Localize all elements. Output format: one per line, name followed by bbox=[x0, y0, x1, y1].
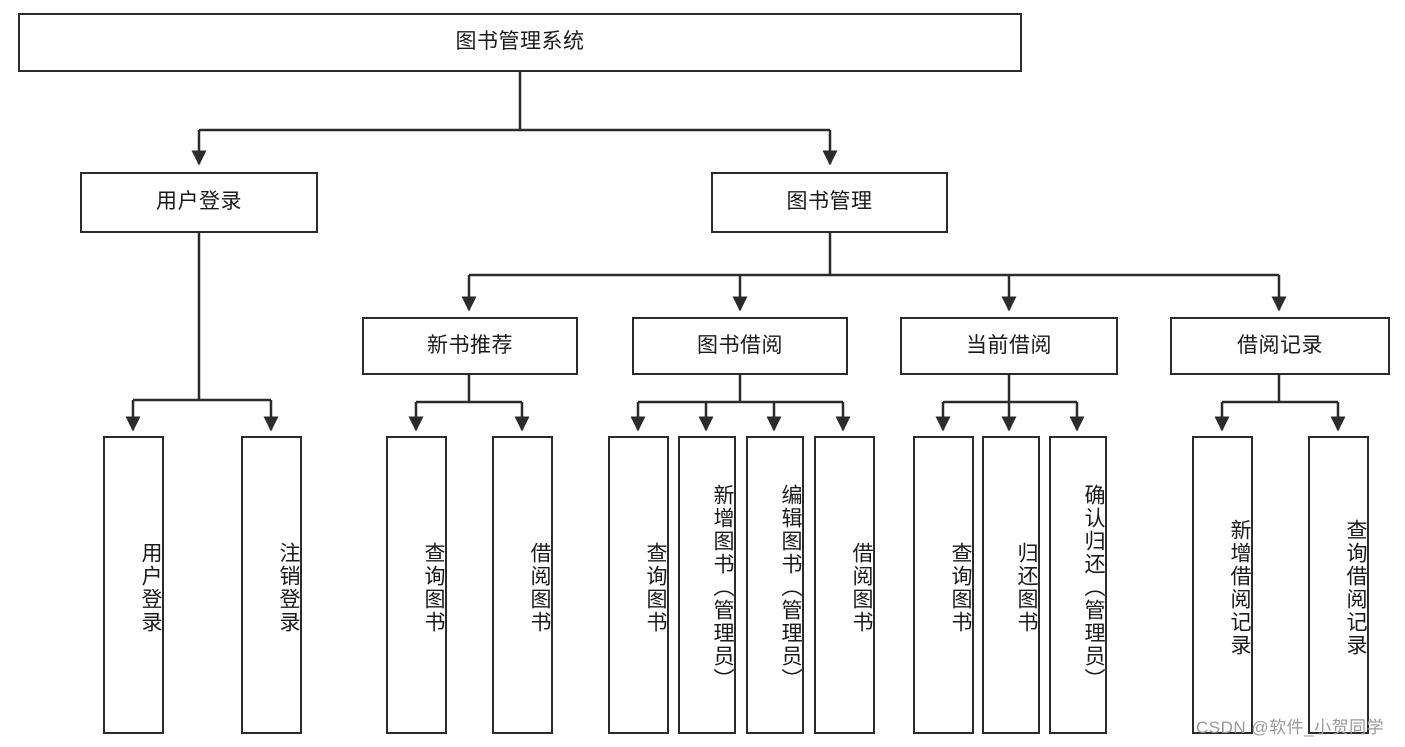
leaf-book-borrow-borrow-book[interactable]: 借阅图书 bbox=[814, 436, 875, 734]
node-label: 新书推荐 bbox=[427, 333, 513, 357]
node-label: 新增图书（管理员） bbox=[711, 483, 734, 691]
node-current-borrow[interactable]: 当前借阅 bbox=[900, 317, 1118, 375]
node-label: 借阅图书 bbox=[850, 542, 873, 634]
leaf-user-login-login[interactable]: 用户登录 bbox=[103, 436, 164, 734]
leaf-user-login-logout[interactable]: 注销登录 bbox=[241, 436, 302, 734]
leaf-new-book-borrow-book[interactable]: 借阅图书 bbox=[492, 436, 553, 734]
node-new-book-recommend[interactable]: 新书推荐 bbox=[362, 317, 578, 375]
node-label: 查询图书 bbox=[422, 542, 445, 634]
node-label: 用户登录 bbox=[139, 542, 162, 634]
csdn-watermark: CSDN @软件_小贺同学 bbox=[1196, 718, 1385, 737]
leaf-current-borrow-return-book[interactable]: 归还图书 bbox=[982, 436, 1040, 734]
leaf-book-borrow-edit-book-admin[interactable]: 编辑图书（管理员） bbox=[746, 436, 804, 734]
node-label: 图书借阅 bbox=[697, 333, 783, 357]
node-label: 借阅图书 bbox=[528, 542, 551, 634]
leaf-book-borrow-query-book[interactable]: 查询图书 bbox=[608, 436, 669, 734]
node-label: 图书管理系统 bbox=[455, 30, 585, 54]
node-user-login[interactable]: 用户登录 bbox=[80, 172, 318, 233]
node-label: 借阅记录 bbox=[1237, 333, 1323, 357]
node-label: 图书管理 bbox=[786, 190, 873, 214]
node-label: 查询图书 bbox=[644, 542, 667, 634]
node-root-book-management-system[interactable]: 图书管理系统 bbox=[18, 13, 1022, 72]
node-label: 注销登录 bbox=[277, 542, 300, 634]
node-label: 用户登录 bbox=[156, 190, 242, 214]
leaf-book-borrow-add-book-admin[interactable]: 新增图书（管理员） bbox=[678, 436, 736, 734]
leaf-current-borrow-query-book[interactable]: 查询图书 bbox=[913, 436, 974, 734]
node-label: 编辑图书（管理员） bbox=[779, 483, 802, 691]
node-label: 查询图书 bbox=[949, 542, 972, 634]
node-label: 新增借阅记录 bbox=[1228, 519, 1251, 657]
node-borrow-record[interactable]: 借阅记录 bbox=[1170, 317, 1390, 375]
leaf-new-book-query-book[interactable]: 查询图书 bbox=[386, 436, 447, 734]
leaf-current-borrow-confirm-return-admin[interactable]: 确认归还（管理员） bbox=[1049, 436, 1107, 734]
node-label: 确认归还（管理员） bbox=[1082, 483, 1105, 691]
node-label: 当前借阅 bbox=[966, 333, 1052, 357]
node-book-management[interactable]: 图书管理 bbox=[711, 172, 948, 233]
leaf-borrow-record-query-record[interactable]: 查询借阅记录 bbox=[1308, 436, 1369, 734]
leaf-borrow-record-add-record[interactable]: 新增借阅记录 bbox=[1192, 436, 1253, 734]
node-label: 查询借阅记录 bbox=[1344, 519, 1367, 657]
node-book-borrow[interactable]: 图书借阅 bbox=[632, 317, 848, 375]
node-label: 归还图书 bbox=[1015, 542, 1038, 634]
